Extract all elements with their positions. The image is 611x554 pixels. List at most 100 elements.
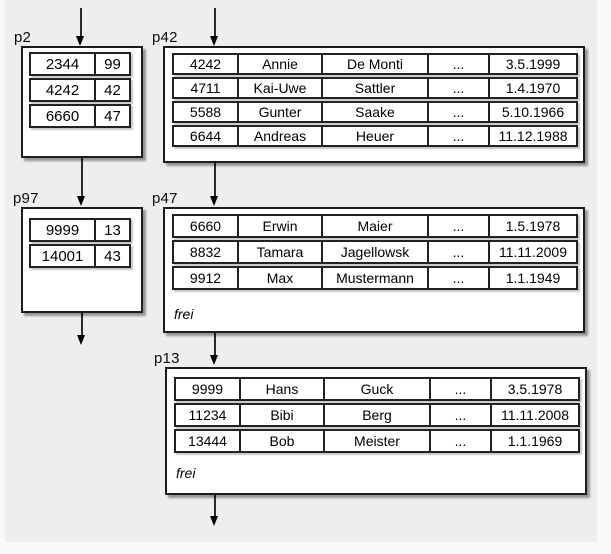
cell-last-name: De Monti	[323, 55, 429, 73]
table-row: 6644 Andreas Heuer ... 11.12.1988	[172, 125, 578, 147]
table-row: 2344 99	[29, 52, 131, 76]
cell-last-name: Meister	[325, 431, 431, 451]
cell-first-name: Max	[239, 268, 323, 288]
table-row: 6660 47	[29, 104, 131, 128]
cell-id: 13444	[176, 431, 241, 451]
cell-id: 6660	[174, 216, 239, 236]
cell-ellipsis: ...	[429, 127, 490, 145]
arrow-down-icon	[76, 36, 84, 46]
arrow-line	[81, 158, 83, 196]
cell-birthdate: 1.1.1949	[505, 270, 561, 286]
record-table-p42: 4242 Annie De Monti ... 3.5.1999 4711 Ka…	[172, 53, 578, 149]
cell-first-name: Annie	[239, 55, 323, 73]
table-row: 14001 43	[29, 244, 131, 268]
cell-last-name: Mustermann	[323, 268, 429, 288]
cell-last-name: Maier	[323, 216, 429, 236]
cell-ellipsis: ...	[429, 103, 490, 121]
cell-last-name: Guck	[325, 379, 431, 399]
arrow-down-icon	[77, 335, 85, 345]
cell-key: 9999	[31, 220, 96, 240]
arrow-line	[214, 333, 216, 355]
table-row: 9999 Hans Guck ... 3.5.1978	[174, 377, 580, 401]
cell-id: 9999	[176, 379, 241, 399]
page-label-p2: p2	[14, 29, 32, 46]
cell-first-name: Tamara	[239, 242, 323, 262]
cell-first-name: Gunter	[239, 103, 323, 121]
page-label-p47: p47	[152, 190, 178, 207]
cell-id: 6644	[174, 127, 239, 145]
cell-page-ref: 42	[104, 81, 121, 99]
cell-birthdate: 11.12.1988	[498, 128, 568, 144]
cell-first-name: Kai-Uwe	[239, 79, 323, 97]
record-table-p47: 6660 Erwin Maier ... 1.5.1978 8832 Tamar…	[172, 214, 578, 292]
table-row: 5588 Gunter Saake ... 5.10.1966	[172, 101, 578, 123]
cell-birthdate: 11.11.2009	[499, 244, 567, 260]
arrow-line	[214, 163, 216, 196]
cell-last-name: Sattler	[323, 79, 429, 97]
record-table-p13: 9999 Hans Guck ... 3.5.1978 11234 Bibi B…	[174, 377, 580, 455]
cell-id: 4711	[174, 79, 239, 97]
arrow-down-icon	[210, 355, 218, 365]
arrow-line	[214, 8, 216, 36]
arrow-line	[80, 8, 82, 36]
table-row: 9999 13	[29, 218, 131, 242]
cell-first-name: Hans	[241, 379, 325, 399]
table-row: 6660 Erwin Maier ... 1.5.1978	[172, 214, 578, 238]
cell-ellipsis: ...	[431, 379, 492, 399]
cell-birthdate: 3.5.1999	[505, 56, 561, 72]
arrow-down-icon	[210, 36, 218, 46]
cell-ellipsis: ...	[431, 431, 492, 451]
index-table-p97: 9999 13 14001 43	[29, 218, 131, 270]
cell-ellipsis: ...	[429, 79, 490, 97]
cell-page-ref: 43	[104, 247, 121, 265]
cell-first-name: Erwin	[239, 216, 323, 236]
cell-birthdate: 1.5.1978	[505, 218, 561, 234]
free-space-label-p47: frei	[174, 306, 194, 322]
cell-page-ref: 47	[104, 107, 121, 125]
cell-birthdate: 5.10.1966	[501, 104, 565, 120]
arrow-down-icon	[210, 516, 218, 526]
arrow-line	[81, 313, 83, 335]
page-label-p97: p97	[13, 190, 39, 207]
table-row: 11234 Bibi Berg ... 11.11.2008	[174, 403, 580, 427]
cell-id: 9912	[174, 268, 239, 288]
cell-page-ref: 13	[104, 221, 121, 239]
arrow-down-icon	[77, 196, 85, 206]
cell-birthdate: 1.1.1969	[507, 433, 563, 449]
free-space-label-p13: frei	[176, 465, 196, 481]
table-row: 4242 42	[29, 78, 131, 102]
cell-ellipsis: ...	[429, 268, 490, 288]
table-row: 13444 Bob Meister ... 1.1.1969	[174, 429, 580, 453]
arrow-down-icon	[210, 196, 218, 206]
cell-key: 2344	[31, 54, 96, 74]
cell-key: 4242	[31, 80, 96, 100]
cell-last-name: Jagellowsk	[323, 242, 429, 262]
page-label-p42: p42	[152, 29, 178, 46]
table-row: 9912 Max Mustermann ... 1.1.1949	[172, 266, 578, 290]
cell-page-ref: 99	[104, 55, 121, 73]
cell-id: 11234	[176, 405, 241, 425]
cell-ellipsis: ...	[429, 216, 490, 236]
cell-ellipsis: ...	[431, 405, 492, 425]
table-row: 4242 Annie De Monti ... 3.5.1999	[172, 53, 578, 75]
cell-first-name: Bob	[241, 431, 325, 451]
cell-last-name: Berg	[325, 405, 431, 425]
index-table-p2: 2344 99 4242 42 6660 47	[29, 52, 131, 130]
table-row: 8832 Tamara Jagellowsk ... 11.11.2009	[172, 240, 578, 264]
cell-id: 8832	[174, 242, 239, 262]
cell-first-name: Bibi	[241, 405, 325, 425]
cell-birthdate: 1.4.1970	[505, 80, 561, 96]
cell-first-name: Andreas	[239, 127, 323, 145]
arrow-line	[214, 495, 216, 516]
cell-key: 6660	[31, 106, 96, 126]
cell-birthdate: 3.5.1978	[507, 381, 563, 397]
cell-ellipsis: ...	[429, 55, 490, 73]
table-row: 4711 Kai-Uwe Sattler ... 1.4.1970	[172, 77, 578, 99]
cell-id: 4242	[174, 55, 239, 73]
cell-ellipsis: ...	[429, 242, 490, 262]
cell-key: 14001	[31, 246, 96, 266]
cell-last-name: Saake	[323, 103, 429, 121]
cell-id: 5588	[174, 103, 239, 121]
page-label-p13: p13	[154, 350, 180, 367]
